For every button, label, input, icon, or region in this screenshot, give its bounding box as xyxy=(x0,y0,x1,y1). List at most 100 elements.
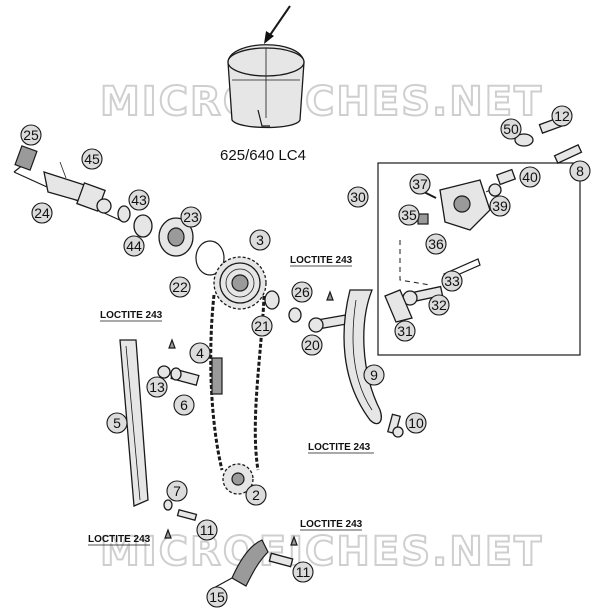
guide-bolt xyxy=(170,367,200,386)
callout-label: 3 xyxy=(256,232,264,248)
watermark-bottom: MICROFICHES.NET xyxy=(100,529,543,575)
dashed-guide xyxy=(399,240,431,286)
model-caption: 625/640 LC4 xyxy=(220,147,306,164)
callout-label: 37 xyxy=(412,176,428,192)
small-bolt xyxy=(176,508,198,522)
callout-23: 23 xyxy=(180,206,202,228)
seal-part xyxy=(288,307,302,323)
callout-9: 9 xyxy=(363,364,385,386)
callout-label: 10 xyxy=(408,415,424,431)
callout-label: 44 xyxy=(126,238,142,254)
tensioner-box xyxy=(377,162,581,356)
callout-12: 12 xyxy=(551,105,573,127)
callout-7: 7 xyxy=(166,480,188,502)
loctite-label-bottom: LOCTITE 243 xyxy=(300,519,363,530)
callout-8: 8 xyxy=(569,160,591,182)
washer-small xyxy=(163,499,173,511)
callout-44: 44 xyxy=(123,235,145,257)
callout-label: 23 xyxy=(183,209,199,225)
pivot-bolt xyxy=(308,314,348,333)
tensioner-body xyxy=(439,168,517,231)
callout-36: 36 xyxy=(425,233,447,255)
loctite-label-left: LOCTITE 243 xyxy=(100,310,163,321)
callout-22: 22 xyxy=(169,276,191,298)
loctite-label-right: LOCTITE 243 xyxy=(308,442,371,453)
loctite-label-bottom-left: LOCTITE 243 xyxy=(88,534,151,545)
callout-label: 24 xyxy=(34,205,50,221)
rail-bolt xyxy=(387,413,404,438)
callout-group: 25 45 24 43 44 23 22 3 21 26 20 9 10 4 13 6 5 7 2 11 11 15 12 5… xyxy=(20,105,591,608)
callout-label: 40 xyxy=(522,169,538,185)
callout-label: 6 xyxy=(180,397,188,413)
callout-label: 7 xyxy=(173,483,181,499)
callout-15: 15 xyxy=(206,586,228,608)
callout-10: 10 xyxy=(405,412,427,434)
callout-label: 45 xyxy=(84,151,100,167)
callout-label: 20 xyxy=(304,337,320,353)
gasket-part xyxy=(384,289,413,323)
callout-32: 32 xyxy=(428,294,450,316)
callout-5: 5 xyxy=(106,412,128,434)
callout-20: 20 xyxy=(301,334,323,356)
crank-sprocket xyxy=(222,463,254,495)
washer-part xyxy=(264,290,280,310)
callout-45: 45 xyxy=(81,148,103,170)
callout-label: 21 xyxy=(254,318,270,334)
watermark-top: MICROFICHES.NET xyxy=(100,79,543,125)
callout-31: 31 xyxy=(394,320,416,342)
callout-11: 11 xyxy=(292,561,314,583)
callout-35: 35 xyxy=(398,204,420,226)
callout-50: 50 xyxy=(500,118,522,140)
callout-label: 11 xyxy=(296,564,311,580)
callout-25: 25 xyxy=(20,124,42,146)
callout-2: 2 xyxy=(245,484,267,506)
cam-sprocket xyxy=(213,256,267,310)
callout-label: 9 xyxy=(370,367,378,383)
callout-24: 24 xyxy=(31,202,53,224)
callout-21: 21 xyxy=(251,315,273,337)
callout-label: 5 xyxy=(113,415,121,431)
callout-label: 4 xyxy=(196,345,204,361)
callout-label: 13 xyxy=(149,379,165,395)
cylinder-head-detail xyxy=(227,44,305,129)
callout-3: 3 xyxy=(249,229,271,251)
tensioner-rail xyxy=(343,289,382,425)
callout-label: 8 xyxy=(576,163,584,179)
callout-label: 25 xyxy=(23,127,39,143)
callout-label: 26 xyxy=(294,284,310,300)
callout-4: 4 xyxy=(189,342,211,364)
callout-39: 39 xyxy=(489,195,511,217)
callout-label: 15 xyxy=(209,589,225,605)
chain-part xyxy=(211,357,223,395)
callout-40: 40 xyxy=(519,166,541,188)
callout-label: 32 xyxy=(431,297,447,313)
bottom-bolt xyxy=(268,552,294,568)
callout-label: 12 xyxy=(554,108,570,124)
callout-26: 26 xyxy=(291,281,313,303)
tensioner-bolt xyxy=(402,285,444,306)
callout-37: 37 xyxy=(409,173,431,195)
callout-label: 39 xyxy=(492,198,508,214)
callout-label: 2 xyxy=(252,487,260,503)
callout-11: 11 xyxy=(196,519,218,541)
loctite-label-top: LOCTITE 243 xyxy=(290,255,353,266)
pin-part xyxy=(553,144,583,164)
callout-label: 31 xyxy=(397,323,413,339)
callout-13: 13 xyxy=(146,376,168,398)
callout-label: 35 xyxy=(401,207,417,223)
callout-label: 30 xyxy=(350,189,366,205)
callout-label: 33 xyxy=(444,273,460,289)
callout-label: 50 xyxy=(503,121,519,137)
loctite-labels: LOCTITE 243 LOCTITE 243 LOCTITE 243 LOCT… xyxy=(88,255,374,546)
callout-6: 6 xyxy=(173,394,195,416)
callout-43: 43 xyxy=(128,189,150,211)
callout-label: 43 xyxy=(131,192,147,208)
bearing-group xyxy=(133,214,225,276)
o-ring-part xyxy=(157,365,171,379)
camshaft-assembly xyxy=(13,145,131,223)
callout-label: 11 xyxy=(200,522,215,538)
callout-30: 30 xyxy=(347,186,369,208)
callout-label: 36 xyxy=(428,236,444,252)
